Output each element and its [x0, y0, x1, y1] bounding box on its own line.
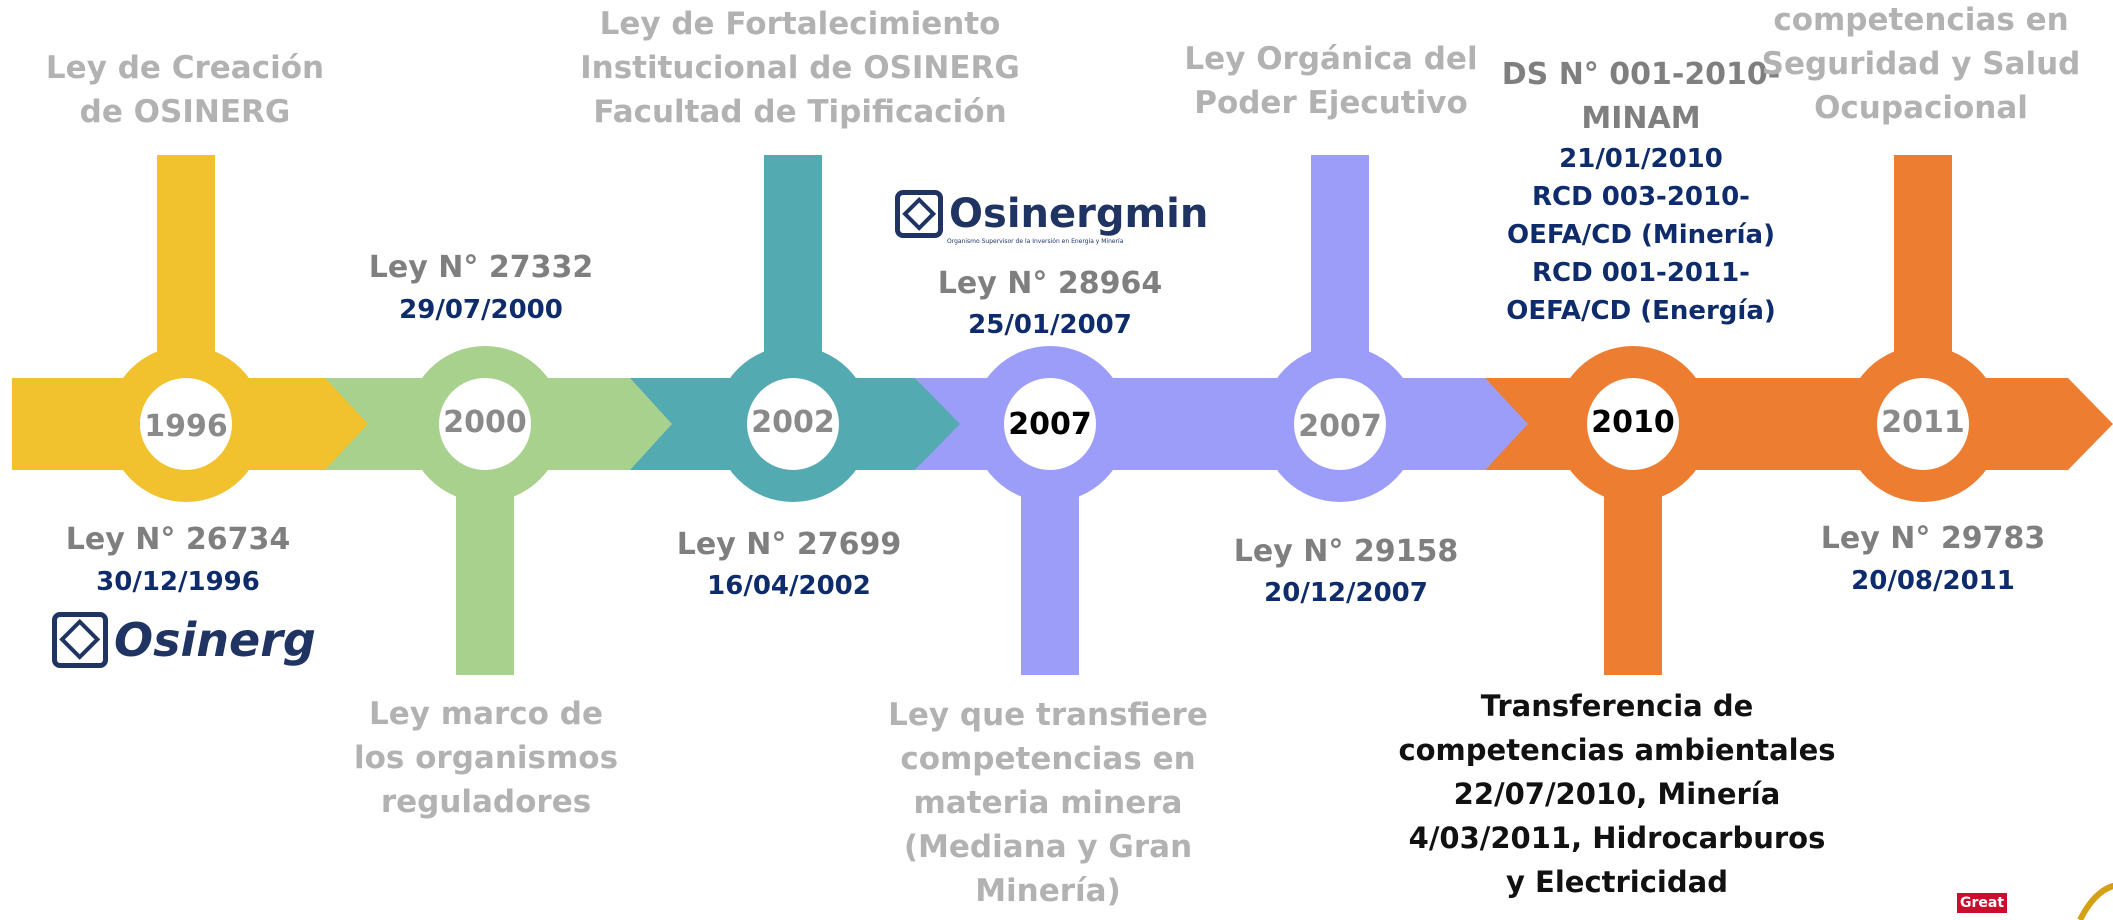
- date-2011: 20/08/2011: [1851, 566, 2015, 596]
- year-2010: 2010: [1591, 405, 1675, 440]
- law-2007a: Ley N° 28964: [937, 266, 1163, 301]
- osinerg-logo: Osinerg: [52, 612, 316, 668]
- year-2007b: 2007: [1298, 409, 1382, 444]
- node-2000: [439, 378, 531, 470]
- node-2002: [747, 378, 839, 470]
- year-2000: 2000: [443, 405, 527, 440]
- date-2007b: 20/12/2007: [1264, 578, 1428, 608]
- osinergmin-logo: Osinergmin Organismo Supervisor de la In…: [895, 190, 1208, 245]
- osinerg-logo-text: Osinerg: [114, 613, 316, 667]
- osinerg-logo-icon: [52, 612, 108, 668]
- law-2007b: Ley N° 29158: [1233, 534, 1459, 569]
- great-badge: Great: [1957, 893, 2007, 913]
- node-1996: [140, 378, 232, 470]
- decree-2010: DS N° 001-2010-MINAM: [1501, 57, 1781, 136]
- law-2000: Ley N° 27332: [368, 250, 594, 285]
- node-2007a: [1004, 378, 1096, 470]
- node-2007b: [1294, 378, 1386, 470]
- year-2007a: 2007: [1008, 407, 1092, 442]
- date-2002: 16/04/2002: [707, 571, 871, 601]
- law-1996: Ley N° 26734: [65, 522, 291, 557]
- node-2011: [1877, 378, 1969, 470]
- osinergmin-tagline: Organismo Supervisor de la Inversión en …: [947, 238, 1124, 245]
- law-2011: Ley N° 29783: [1820, 521, 2046, 556]
- date-2000: 29/07/2000: [399, 295, 563, 325]
- osinergmin-logo-icon: [895, 190, 943, 238]
- date-1996: 30/12/1996: [96, 567, 260, 597]
- year-1996: 1996: [144, 409, 228, 444]
- node-2010: [1587, 378, 1679, 470]
- corner-seal: [2077, 883, 2113, 920]
- osinergmin-logo-text: Osinergmin: [949, 191, 1209, 237]
- law-2002: Ley N° 27699: [676, 527, 902, 562]
- year-2011: 2011: [1881, 405, 1965, 440]
- date-2007a: 25/01/2007: [968, 310, 1132, 340]
- year-2002: 2002: [751, 405, 835, 440]
